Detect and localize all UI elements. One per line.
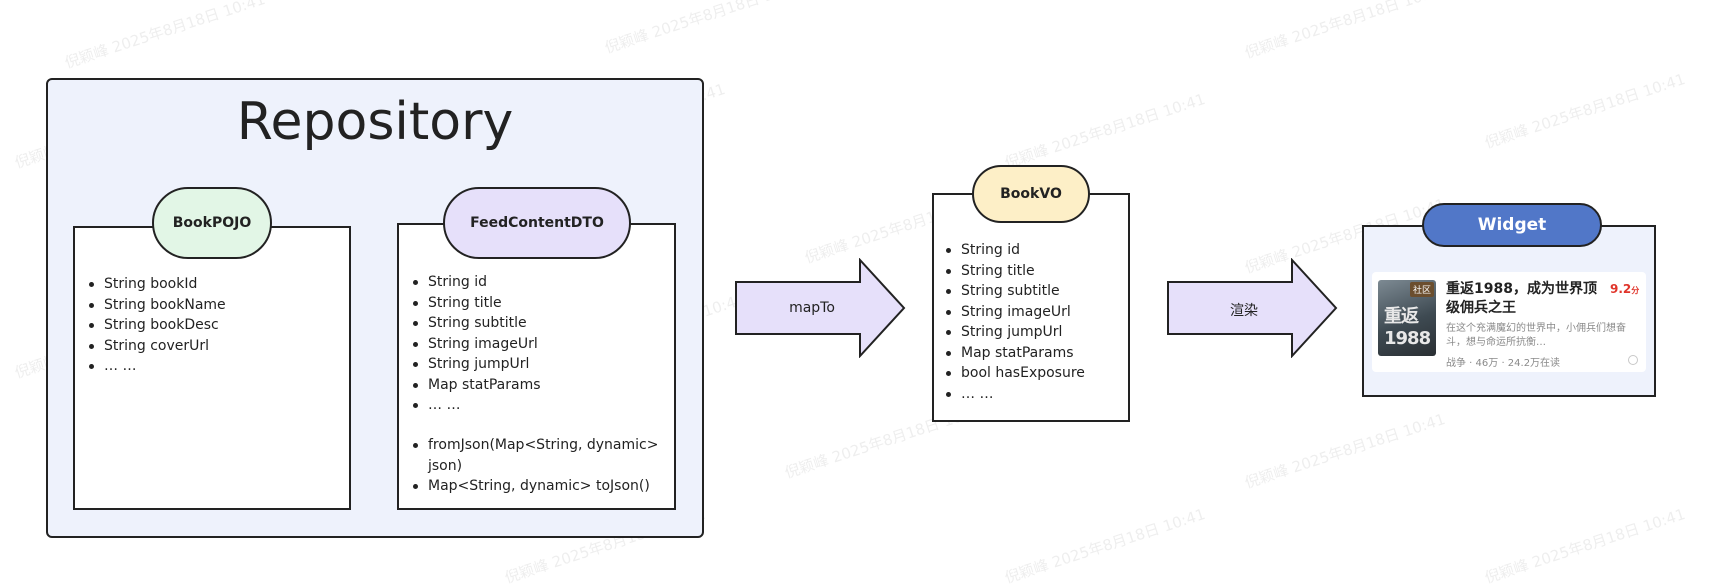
watermark: 倪颖峰 2025年8月18日 10:41	[1002, 90, 1208, 172]
book-vo-card	[932, 193, 1130, 422]
field-item: String title	[946, 261, 1085, 282]
field-item: String bookName	[89, 295, 226, 316]
cover-tag: 社区	[1409, 282, 1434, 297]
field-item: String imageUrl	[413, 334, 541, 355]
watermark: 倪颖峰 2025年8月18日 10:41	[1002, 505, 1208, 587]
score-unit: 分	[1631, 286, 1640, 295]
book-title: 重返1988，成为世界顶级佣兵之王	[1446, 281, 1597, 316]
cover-title: 重返1988	[1384, 306, 1431, 349]
book-meta: 战争 · 46万 · 24.2万在读	[1446, 358, 1561, 369]
field-item: … …	[946, 384, 1085, 405]
render-arrow	[1167, 258, 1338, 358]
widget-title: Widget	[1422, 203, 1602, 247]
book-score: 9.2分	[1610, 282, 1639, 296]
map-to-arrow	[735, 258, 906, 358]
watermark: 倪颖峰 2025年8月18日 10:41	[1242, 0, 1448, 62]
book-pojo-card	[73, 226, 351, 510]
method-item: Map<String, dynamic> toJson()	[413, 476, 668, 497]
field-item: String jumpUrl	[946, 322, 1085, 343]
repository-title: Repository	[236, 92, 514, 152]
field-item: … …	[89, 356, 226, 377]
field-item: String bookId	[89, 274, 226, 295]
watermark: 倪颖峰 2025年8月18日 10:41	[602, 0, 808, 57]
feed-content-dto-title: FeedContentDTO	[443, 187, 631, 259]
book-pojo-fields: String bookId String bookName String boo…	[80, 274, 226, 377]
watermark: 倪颖峰 2025年8月18日 10:41	[1242, 410, 1448, 492]
field-item: String bookDesc	[89, 315, 226, 336]
field-item: String id	[946, 240, 1085, 261]
render-label: 渲染	[1230, 303, 1258, 319]
field-item: String title	[413, 293, 541, 314]
field-item: bool hasExposure	[946, 363, 1085, 384]
book-card-preview[interactable]: 社区 重返1988 重返1988，成为世界顶级佣兵之王 9.2分 在这个充满魔幻…	[1372, 272, 1646, 372]
field-item: String coverUrl	[89, 336, 226, 357]
field-item: String subtitle	[946, 281, 1085, 302]
watermark: 倪颖峰 2025年8月18日 10:41	[62, 0, 268, 72]
feed-content-dto-card	[397, 223, 676, 510]
field-item: String imageUrl	[946, 302, 1085, 323]
field-item: String jumpUrl	[413, 354, 541, 375]
feed-content-dto-fields: String id String title String subtitle S…	[404, 272, 541, 416]
field-item: Map statParams	[946, 343, 1085, 364]
method-item: fromJson(Map<String, dynamic> json)	[413, 435, 668, 476]
field-item: Map statParams	[413, 375, 541, 396]
field-item: … …	[413, 395, 541, 416]
book-pojo-title: BookPOJO	[152, 187, 272, 259]
feed-content-dto-methods: fromJson(Map<String, dynamic> json) Map<…	[404, 435, 668, 497]
book-cover-image: 社区 重返1988	[1378, 280, 1436, 356]
dismiss-icon[interactable]	[1628, 355, 1638, 365]
book-vo-title: BookVO	[972, 165, 1090, 223]
map-to-label: mapTo	[789, 300, 835, 316]
book-description: 在这个充满魔幻的世界中，小佣兵们想奋斗，想与命运所抗衡…	[1446, 323, 1626, 348]
score-value: 9.2	[1610, 282, 1632, 296]
watermark: 倪颖峰 2025年8月18日 10:41	[1482, 70, 1688, 152]
field-item: String id	[413, 272, 541, 293]
book-vo-fields: String id String title String subtitle S…	[937, 240, 1085, 404]
field-item: String subtitle	[413, 313, 541, 334]
watermark: 倪颖峰 2025年8月18日 10:41	[1482, 505, 1688, 587]
